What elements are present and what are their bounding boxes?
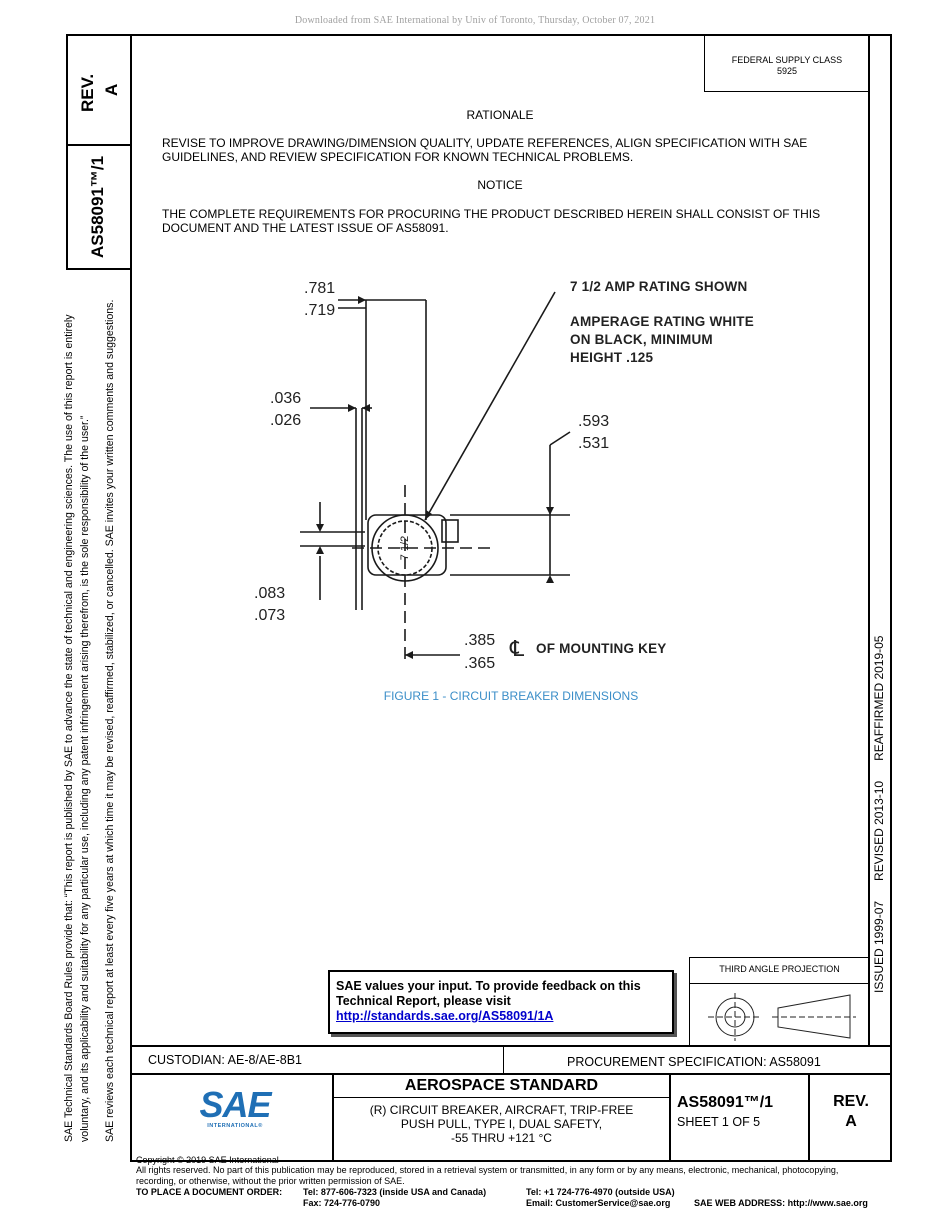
amperage-note-3: HEIGHT .125 bbox=[570, 350, 654, 365]
left-margin-line-2: voluntary, and its applicability and sui… bbox=[79, 415, 91, 1142]
sae-logo-text: SAE bbox=[199, 1084, 271, 1125]
rating-note: 7 1/2 AMP RATING SHOWN bbox=[570, 279, 748, 294]
side-tab-rev-value: A bbox=[102, 83, 121, 96]
centerline-symbol: ℄ bbox=[510, 636, 525, 661]
dim-073: .073 bbox=[254, 607, 286, 624]
sae-logo-sub: INTERNATIONAL® bbox=[207, 1123, 263, 1129]
feedback-line-1: SAE values your input. To provide feedba… bbox=[336, 979, 641, 993]
feedback-link[interactable]: http://standards.sae.org/AS58091/1A bbox=[336, 1009, 554, 1023]
doc-divider bbox=[669, 1073, 671, 1162]
procurement-spec: PROCUREMENT SPECIFICATION: AS58091 bbox=[567, 1055, 821, 1069]
custodian-divider bbox=[503, 1045, 504, 1073]
footer-fax: Fax: 724-776-0790 bbox=[303, 1198, 381, 1208]
side-tab-rev-label: REV. bbox=[78, 73, 97, 112]
feedback-box: SAE values your input. To provide feedba… bbox=[328, 970, 674, 1034]
title-rev-label: REV. bbox=[833, 1093, 869, 1110]
knob-outer bbox=[371, 514, 439, 582]
rationale-heading: RATIONALE bbox=[466, 108, 534, 122]
footer-tel-outside: Tel: +1 724-776-4970 (outside USA) bbox=[526, 1187, 675, 1197]
footer-web: SAE WEB ADDRESS: http://www.sae.org bbox=[694, 1198, 868, 1208]
arrow-note bbox=[425, 510, 432, 520]
side-tab-doc bbox=[66, 144, 132, 270]
page-frame bbox=[130, 34, 892, 1162]
doc-title: (R) CIRCUIT BREAKER, AIRCRAFT, TRIP-FREE… bbox=[334, 1103, 669, 1145]
amperage-note-2: ON BLACK, MINIMUM bbox=[570, 332, 713, 347]
doc-title-line-2: PUSH PULL, TYPE I, DUAL SAFETY, bbox=[400, 1117, 603, 1131]
federal-supply-class-value: 5925 bbox=[776, 66, 798, 76]
rationale-text: REVISE TO IMPROVE DRAWING/DIMENSION QUAL… bbox=[162, 136, 808, 164]
footer-tel-usa: Tel: 877-606-7323 (inside USA and Canada… bbox=[303, 1187, 487, 1197]
projection-box bbox=[689, 957, 870, 1046]
rev-divider bbox=[808, 1073, 810, 1162]
title-doc-number: AS58091™/1 bbox=[677, 1094, 774, 1111]
footer-order-label: TO PLACE A DOCUMENT ORDER: bbox=[136, 1187, 283, 1197]
note-leader bbox=[424, 291, 556, 521]
circuit-breaker-drawing: 7 1/2 bbox=[300, 291, 571, 660]
leader-593 bbox=[549, 431, 571, 446]
title-block-top-rule bbox=[130, 1045, 892, 1047]
knob-inner bbox=[377, 520, 433, 576]
arrow-036 bbox=[348, 404, 356, 412]
federal-supply-class-label: FEDERAL SUPPLY CLASS bbox=[731, 55, 843, 65]
mounting-key-label: OF MOUNTING KEY bbox=[536, 641, 667, 656]
breaker-key bbox=[441, 519, 459, 543]
right-strip-divider bbox=[868, 34, 870, 1046]
amperage-note-1: AMPERAGE RATING WHITE bbox=[570, 314, 754, 329]
custodian: CUSTODIAN: AE-8/AE-8B1 bbox=[148, 1053, 302, 1067]
doc-title-line-3: -55 THRU +121 °C bbox=[451, 1131, 552, 1145]
arrow-385 bbox=[405, 651, 413, 659]
dim-781: .781 bbox=[304, 280, 336, 297]
title-block-mid-rule bbox=[130, 1073, 892, 1075]
doc-title-line-1: (R) CIRCUIT BREAKER, AIRCRAFT, TRIP-FREE bbox=[369, 1103, 634, 1117]
dim-083: .083 bbox=[254, 585, 286, 602]
projection-label-divider bbox=[689, 983, 870, 984]
dim-719: .719 bbox=[304, 302, 336, 319]
arrow-083-top bbox=[316, 524, 324, 532]
projection-label: THIRD ANGLE PROJECTION bbox=[719, 964, 840, 974]
arrow-781 bbox=[358, 296, 366, 304]
title-rev-value: A bbox=[845, 1113, 857, 1130]
arrow-593-top bbox=[546, 507, 554, 515]
footer-email: Email: CustomerService@sae.org bbox=[526, 1198, 671, 1208]
side-tab-rev bbox=[66, 34, 132, 146]
arrow-026 bbox=[362, 404, 370, 412]
dim-036: .036 bbox=[270, 390, 302, 407]
left-margin-line-3: SAE reviews each technical report at lea… bbox=[104, 299, 116, 1142]
footer-rights-2: recording, or otherwise, without the pri… bbox=[136, 1176, 405, 1186]
footer-copyright: Copyright © 2019 SAE International bbox=[136, 1155, 279, 1165]
notice-heading: NOTICE bbox=[477, 178, 523, 192]
arrow-593-bottom bbox=[546, 575, 554, 583]
knob-rating-label: 7 1/2 bbox=[399, 536, 411, 560]
standard-type-rule bbox=[334, 1097, 669, 1098]
figure-caption: FIGURE 1 - CIRCUIT BREAKER DIMENSIONS bbox=[383, 689, 639, 703]
federal-supply-class-box: FEDERAL SUPPLY CLASS 5925 bbox=[704, 34, 870, 92]
dim-593: .593 bbox=[578, 413, 610, 430]
dim-385: .385 bbox=[464, 632, 496, 649]
sheet-number: SHEET 1 OF 5 bbox=[677, 1115, 761, 1129]
feedback-line-2: Technical Report, please visit bbox=[336, 994, 511, 1008]
dim-365: .365 bbox=[464, 655, 496, 672]
logo-divider bbox=[332, 1073, 334, 1162]
projection-symbol bbox=[708, 993, 856, 1041]
download-note: Downloaded from SAE International by Uni… bbox=[294, 15, 656, 26]
dim-026: .026 bbox=[270, 412, 302, 429]
notice-text: THE COMPLETE REQUIREMENTS FOR PROCURING … bbox=[162, 207, 821, 235]
footer-rights-1: All rights reserved. No part of this pub… bbox=[136, 1165, 839, 1175]
standard-type: AEROSPACE STANDARD bbox=[404, 1077, 599, 1094]
side-tab-doc-number: AS58091™/1 bbox=[88, 155, 107, 258]
dim-531: .531 bbox=[578, 435, 610, 452]
sae-logo: SAE INTERNATIONAL® bbox=[190, 1084, 280, 1130]
left-margin-line-1: SAE Technical Standards Board Rules prov… bbox=[63, 314, 75, 1142]
arrow-083-bottom bbox=[316, 546, 324, 554]
